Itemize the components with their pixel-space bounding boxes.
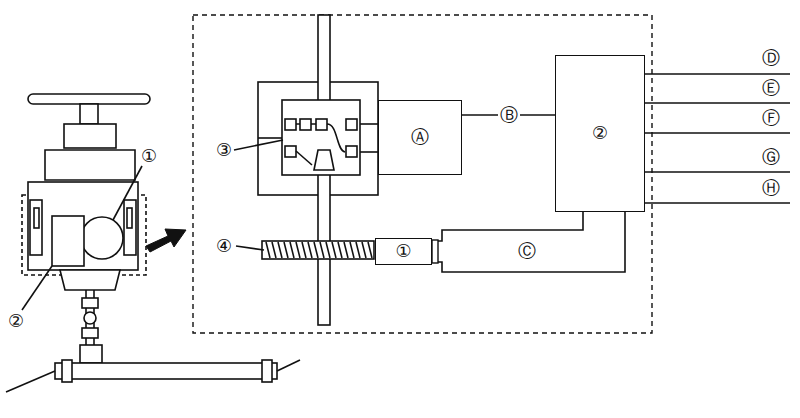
steering-column — [6, 371, 55, 392]
torque-sensor — [282, 100, 360, 175]
node-text: ② — [592, 123, 608, 144]
torque-sensor — [314, 150, 334, 170]
motor-wire — [432, 212, 625, 272]
worm-gear — [236, 246, 264, 250]
thread-stroke — [296, 242, 300, 258]
steering-column — [45, 150, 135, 180]
detail-frame — [193, 15, 652, 333]
control-box: Ⓐ — [378, 100, 462, 175]
steering-column — [62, 360, 72, 382]
torque-sensor — [346, 119, 357, 130]
thread-stroke — [284, 242, 288, 258]
torque-sensor — [296, 124, 345, 152]
steering-column — [52, 216, 84, 266]
node-text: Ⓐ — [411, 127, 429, 148]
thread-stroke — [368, 242, 372, 258]
steering-column — [28, 94, 150, 104]
wire-label: Ⓒ — [516, 241, 538, 262]
signal-wire — [432, 212, 583, 241]
steering-column — [34, 208, 39, 228]
thread-stroke — [320, 242, 324, 258]
signal-label: Ⓔ — [762, 78, 780, 99]
callout-number: ② — [8, 311, 24, 332]
thread-stroke — [332, 242, 336, 258]
thread-stroke — [362, 242, 366, 258]
output-wires — [645, 73, 790, 75]
callout-number: ① — [141, 146, 157, 167]
steering-column — [80, 104, 98, 124]
thread-stroke — [356, 242, 360, 258]
steering-column — [113, 166, 142, 220]
torque-sensor — [296, 151, 312, 165]
torque-sensor — [258, 137, 282, 139]
steering-column — [81, 217, 123, 259]
worm-gear — [262, 241, 374, 259]
output-wires — [645, 202, 790, 204]
torque-sensor — [234, 140, 283, 150]
motor-box: ① — [375, 238, 432, 265]
zoom-arrow — [146, 229, 186, 252]
torque-sensor — [285, 146, 296, 157]
output-wires — [645, 102, 790, 104]
torque-sensor — [360, 151, 378, 153]
steering-column — [30, 200, 42, 255]
signal-label: Ⓓ — [762, 48, 780, 69]
torque-sensor — [346, 146, 357, 157]
steering-column — [80, 345, 102, 363]
output-wires — [645, 74, 790, 203]
thread-stroke — [272, 242, 276, 258]
steering-column — [277, 360, 300, 371]
node-text: ① — [395, 241, 411, 262]
thread-stroke — [326, 242, 330, 258]
signal-label: Ⓗ — [762, 178, 780, 199]
steering-column — [22, 266, 52, 310]
ecu-box: ② — [555, 55, 645, 212]
steering-column — [55, 363, 277, 379]
thread-stroke — [278, 242, 282, 258]
steering-column — [64, 124, 116, 148]
thread-stroke — [302, 242, 306, 258]
thread-stroke — [266, 242, 270, 258]
callout-number: ③ — [216, 140, 232, 161]
output-wires — [645, 171, 790, 173]
worm-gear — [236, 241, 374, 259]
torque-sensor — [234, 15, 378, 325]
worm-gear — [266, 242, 372, 258]
signal-label: Ⓖ — [762, 147, 780, 168]
callout-number: ④ — [216, 236, 232, 257]
thread-stroke — [314, 242, 318, 258]
steering-column — [82, 328, 98, 338]
torque-sensor — [285, 119, 296, 130]
steering-column — [262, 360, 272, 382]
torque-sensor — [316, 119, 327, 130]
thread-stroke — [338, 242, 342, 258]
motor-connector — [432, 240, 438, 263]
steering-column — [28, 182, 138, 270]
torque-sensor — [360, 123, 378, 125]
steering-column — [124, 200, 136, 255]
thread-stroke — [308, 242, 312, 258]
steering-column — [60, 270, 120, 290]
thread-stroke — [344, 242, 348, 258]
output-wires — [645, 132, 790, 134]
thread-stroke — [350, 242, 354, 258]
wire-label: Ⓑ — [498, 105, 520, 126]
torque-sensor — [300, 119, 311, 130]
steering-column — [84, 312, 96, 324]
thread-stroke — [290, 242, 294, 258]
signal-label: Ⓕ — [762, 108, 780, 129]
steering-column — [82, 298, 98, 308]
steering-column — [127, 208, 132, 228]
steering-column — [6, 94, 300, 392]
